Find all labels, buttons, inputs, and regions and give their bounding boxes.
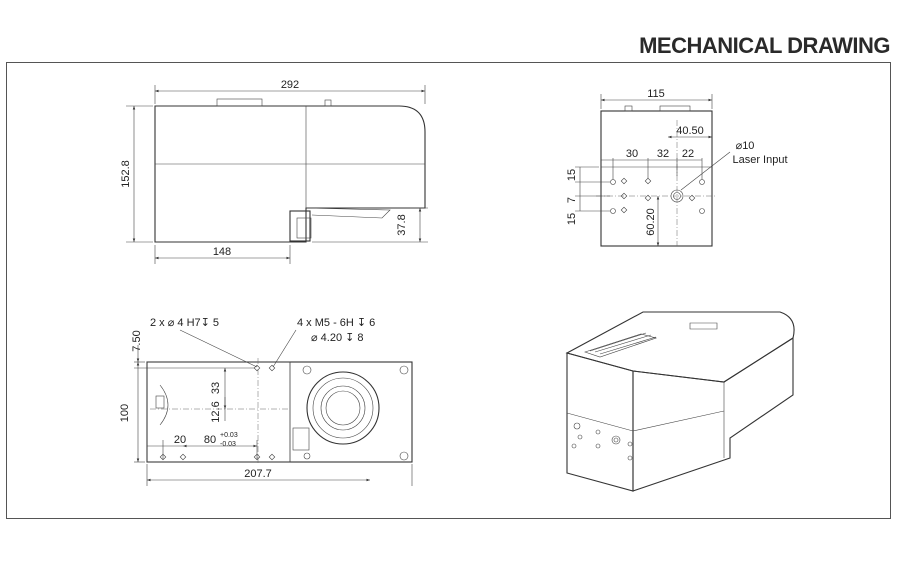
end-view-body-outline	[600, 110, 713, 247]
dim-v-top: 15	[566, 169, 578, 181]
thread-callout: 4 x M5 - 6H ↧ 6	[297, 317, 375, 329]
dim-spacing-a: 30	[626, 148, 638, 160]
output-lens	[306, 371, 380, 445]
side-view-connector-small	[324, 99, 332, 107]
iso-connector	[689, 322, 718, 330]
bottom-view: 2 x ⌀ 4 H7↧ 5 4 x M5 - 6H ↧ 6 ⌀ 4.20 ↧ 8…	[119, 317, 413, 486]
iso-heatsink-fins	[584, 332, 658, 358]
iso-front-holes	[571, 422, 633, 461]
end-view-connector-b	[659, 105, 691, 112]
dim-height: 152.8	[120, 160, 132, 188]
dim-pin-spacing: 80	[204, 434, 216, 446]
side-view-body-outline	[154, 105, 426, 243]
dim-spacing-c: 22	[682, 148, 694, 160]
drill-callout: ⌀ 4.20 ↧ 8	[311, 332, 364, 344]
dim-tol-plus: +0.03	[220, 432, 238, 439]
page-title: MECHANICAL DRAWING	[639, 33, 890, 58]
iso-plate-line-front	[566, 412, 634, 432]
dim-center-offset: 12.6	[210, 401, 222, 422]
dim-end-width: 115	[647, 88, 665, 100]
dim-x-offset: 20	[174, 434, 186, 446]
end-view: 115 40.50 30 32 22 ⌀10 Laser Input 15 7 …	[566, 88, 788, 247]
side-view-output-lens	[296, 217, 312, 239]
dim-overall-length: 292	[281, 79, 299, 91]
aperture-label: Laser Input	[732, 154, 787, 166]
side-view: 292 152.8 148 37.8	[120, 79, 428, 264]
side-view-output-slot	[305, 207, 391, 219]
dim-output-height: 37.8	[396, 214, 408, 235]
bottom-view-side-notch	[159, 384, 169, 426]
dim-v-mid: 7	[566, 197, 578, 203]
aperture-leader	[680, 151, 731, 191]
iso-right-face	[632, 336, 794, 492]
dim-v-bot: 15	[566, 213, 578, 225]
drawing-frame	[6, 62, 891, 519]
dim-tol-minus: -0.03	[220, 441, 236, 448]
iso-plate-line	[632, 410, 725, 432]
pin-leader	[179, 329, 258, 368]
dim-spacing-b: 32	[657, 148, 669, 160]
end-view-holes	[610, 177, 705, 214]
bottom-view-body-outline	[146, 361, 413, 463]
thread-leader	[272, 329, 297, 368]
dim-aperture: ⌀10	[736, 140, 755, 152]
dim-base-length: 148	[213, 246, 231, 258]
side-view-connector	[216, 98, 263, 107]
dim-offset: 40.50	[676, 125, 704, 137]
side-view-output-flange	[289, 210, 311, 242]
dim-top-offset: 7.50	[131, 330, 143, 351]
bottom-view-base-plate	[146, 361, 291, 463]
dim-bottom-length: 207.7	[244, 468, 272, 480]
bottom-view-side-slot	[155, 395, 165, 409]
isometric-view	[565, 311, 795, 492]
pin-callout: 2 x ⌀ 4 H7↧ 5	[150, 317, 219, 329]
end-view-connector-a	[624, 105, 633, 112]
dim-bottom-width: 100	[119, 404, 131, 422]
bottom-view-output-flange	[292, 427, 310, 451]
dim-center-height: 60.20	[645, 208, 657, 236]
dim-hole-spacing: 33	[210, 382, 222, 394]
